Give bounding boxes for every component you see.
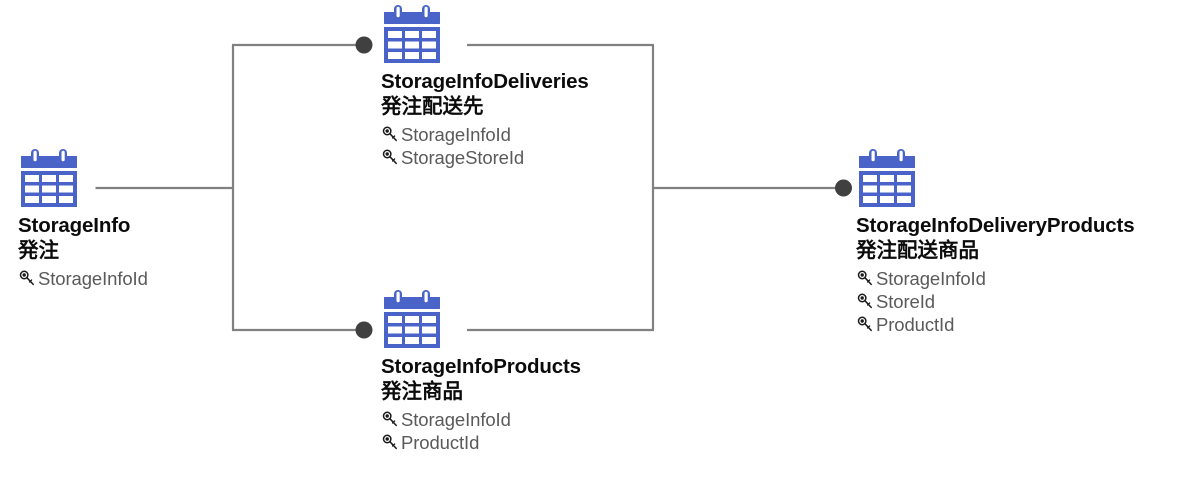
attribute-row: StoreId: [856, 290, 1134, 313]
attribute-row: StorageInfoId: [856, 267, 1134, 290]
attribute-row: ProductId: [856, 313, 1134, 336]
key-icon: [382, 126, 397, 141]
entity-name: StorageInfoProducts: [381, 355, 581, 378]
key-icon: [857, 270, 872, 285]
entity-name: StorageInfoDeliveries: [381, 70, 589, 93]
entity-name-ja: 発注配送先: [381, 94, 484, 118]
key-icon: [857, 293, 872, 308]
attribute-row: ProductId: [381, 431, 581, 454]
entity-storage-info-products[interactable]: StorageInfoProducts 発注商品 StorageInfoId: [381, 288, 581, 454]
attribute-label: ProductId: [876, 313, 955, 335]
attribute-list: StorageInfoId StorageStoreId: [381, 123, 589, 169]
key-icon: [382, 434, 397, 449]
entity-name: StorageInfoDeliveryProducts: [856, 214, 1135, 237]
entity-storage-info[interactable]: StorageInfo 発注 StorageInfoId: [18, 147, 148, 290]
attribute-list: StorageInfoId StoreId: [856, 267, 1134, 336]
attribute-label: StoreId: [876, 290, 935, 312]
entity-storage-info-delivery-products[interactable]: StorageInfoDeliveryProducts 発注配送商品 Stora…: [856, 147, 1135, 336]
attribute-label: StorageStoreId: [401, 146, 525, 168]
key-icon: [382, 149, 397, 164]
entity-name-ja: 発注配送商品: [856, 238, 979, 262]
entity-name: StorageInfo: [18, 214, 131, 237]
key-icon: [857, 316, 872, 331]
key-icon: [19, 270, 34, 285]
entity-name-ja: 発注商品: [381, 379, 463, 403]
attribute-row: StorageInfoId: [381, 408, 581, 431]
table-icon: [859, 149, 915, 207]
endpoint-dot-deliveries: [355, 36, 373, 54]
table-icon: [384, 5, 440, 63]
entity-storage-info-deliveries[interactable]: StorageInfoDeliveries 発注配送先 StorageInfoI…: [381, 3, 589, 169]
endpoint-dot-products: [355, 321, 373, 339]
attribute-row: StorageInfoId: [18, 267, 148, 290]
key-icon: [382, 411, 397, 426]
attribute-label: StorageInfoId: [876, 267, 986, 289]
attribute-label: StorageInfoId: [38, 267, 148, 289]
attribute-list: StorageInfoId ProductId: [381, 408, 581, 454]
entity-name-ja: 発注: [18, 238, 59, 262]
attribute-row: StorageInfoId: [381, 123, 589, 146]
table-icon: [384, 290, 440, 348]
attribute-list: StorageInfoId: [18, 267, 148, 290]
endpoint-dot-delivery-products: [835, 179, 852, 197]
attribute-label: ProductId: [401, 431, 480, 453]
attribute-label: StorageInfoId: [401, 123, 511, 145]
table-icon: [21, 149, 77, 207]
attribute-row: StorageStoreId: [381, 146, 589, 169]
attribute-label: StorageInfoId: [401, 408, 511, 430]
